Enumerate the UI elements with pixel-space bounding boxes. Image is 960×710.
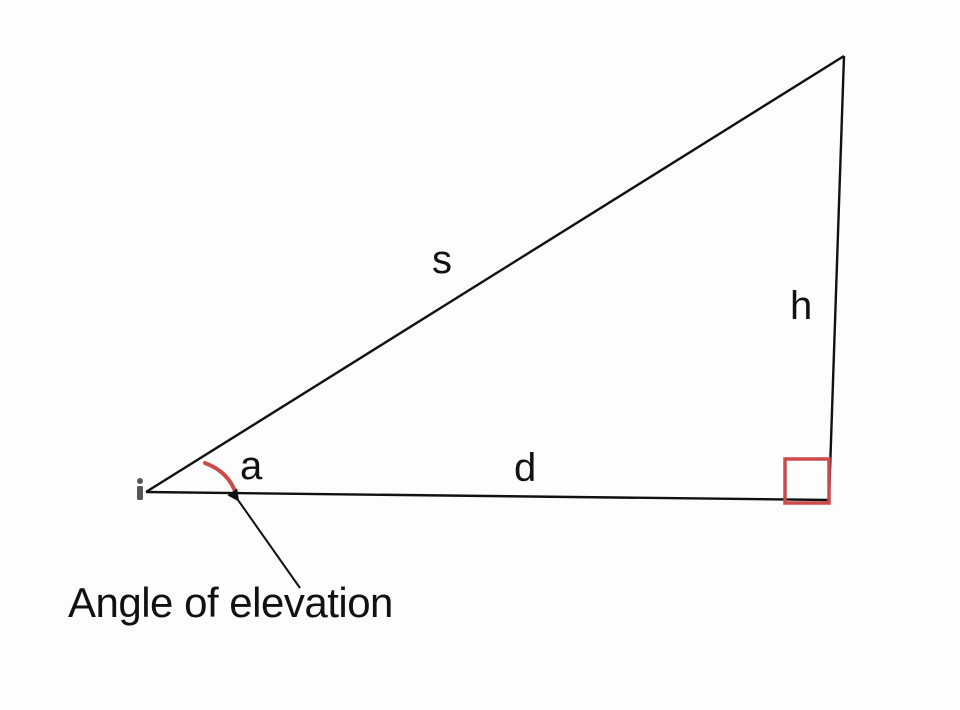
base-line (145, 490, 830, 502)
hypotenuse-label: s (432, 238, 452, 282)
caption-arrow (227, 488, 301, 589)
right-angle-marker (783, 457, 831, 505)
height-label: h (790, 284, 813, 328)
angle-arc (203, 461, 238, 496)
hypotenuse-line (145, 54, 845, 494)
distance-label: d (514, 446, 537, 490)
angle-label: a (240, 444, 263, 488)
height-line (827, 55, 846, 501)
angle-of-elevation-caption: Angle of elevation (68, 579, 393, 626)
observer-person-icon (137, 478, 143, 500)
